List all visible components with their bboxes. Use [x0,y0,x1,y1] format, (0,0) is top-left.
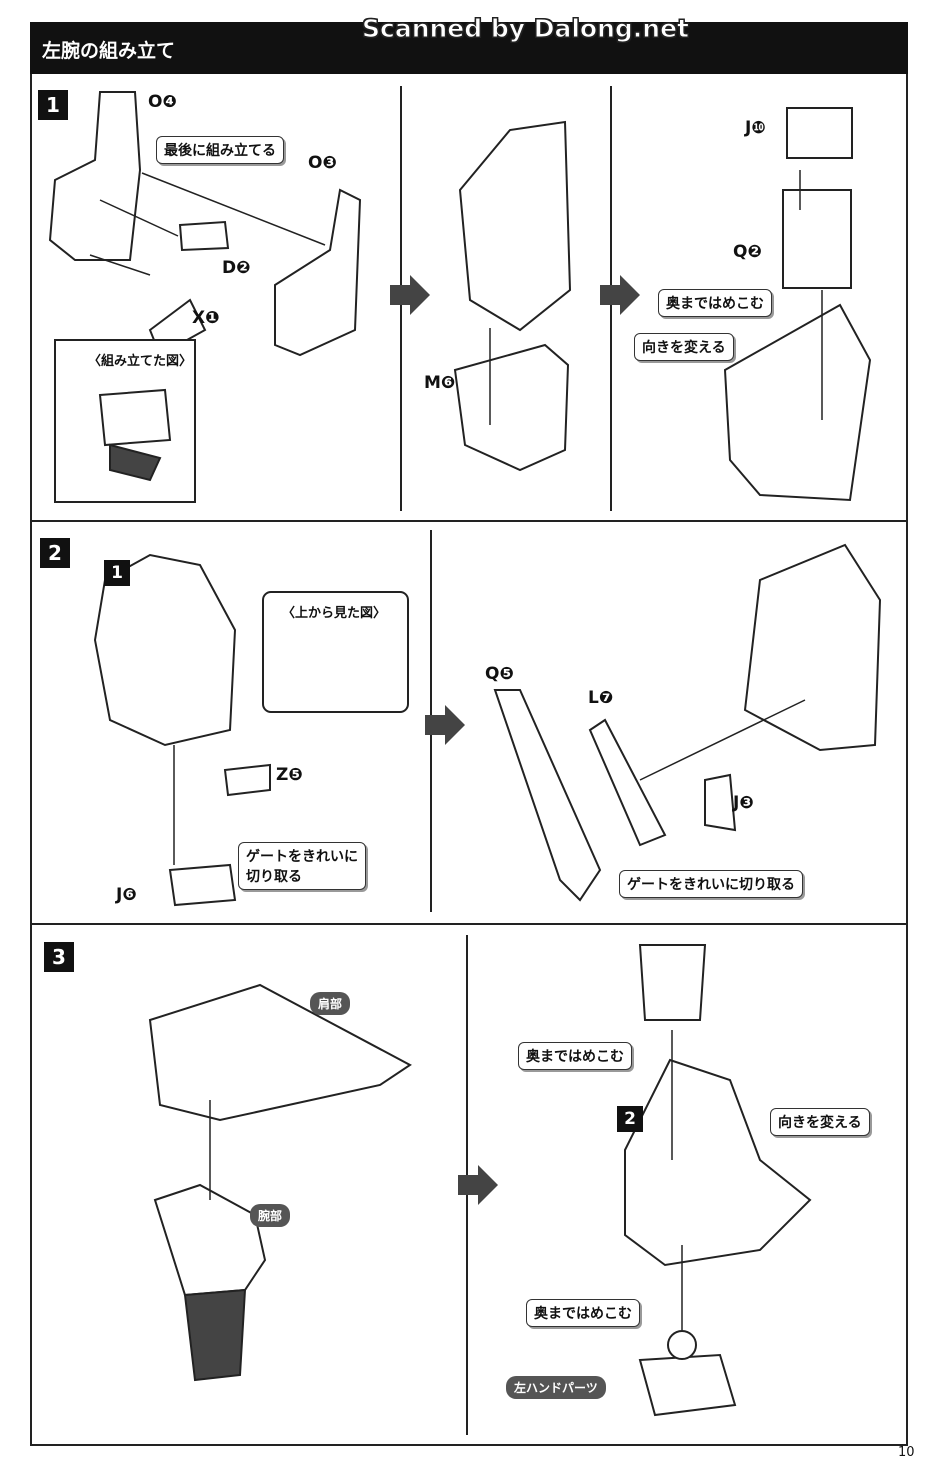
part-label-l7: L❼ [588,688,614,708]
pill-arm: 腕部 [250,1204,291,1227]
part-label-x1: X❶ [192,308,220,328]
inset-caption-top-view: 〈上から見た図〉 [282,606,387,621]
arm-step2-result [743,543,882,752]
hand-ball-joint [667,1330,697,1360]
part-label-z5: Z❺ [276,765,303,785]
part-label-j6: J❻ [116,885,137,905]
assembled-left-arm [624,1058,812,1267]
divider-step-1-2 [30,520,908,522]
assembly-arrows [89,170,823,1330]
part-label-q5: Q❺ [485,664,514,684]
part-m6 [453,343,570,472]
pill-shoulder: 肩部 [310,992,351,1015]
step-number-1: 1 [38,90,68,120]
part-label-o4: O❹ [148,92,177,112]
part-j10 [786,107,853,159]
part-label-j3: J❸ [733,793,754,813]
upper-joint [638,944,707,1021]
part-l7 [588,718,667,847]
part-j3 [704,773,737,832]
part-o3 [274,188,362,357]
step-number-3: 3 [44,942,74,972]
pill-left-hand: 左ハンドパーツ [506,1376,606,1399]
next-step-arrows [390,275,640,1205]
shoulder-part [148,983,412,1122]
top-view-inset [262,591,409,713]
callout-push-in: 奥まではめこむ [658,289,772,317]
arm-rotated [723,303,872,502]
left-hand-part [638,1353,737,1417]
arm-shell-part [48,91,142,261]
watermark: Scanned by Dalong.net [361,14,690,44]
sub-badge-1: 1 [104,560,130,586]
callout-push-in-top: 奥まではめこむ [518,1042,632,1070]
title-bar [30,22,908,74]
callout-change-direction: 向きを変える [634,333,734,361]
part-j6 [168,863,237,907]
callout-change-direction-2: 向きを変える [770,1108,870,1136]
part-label-q2: Q❷ [733,242,762,262]
part-d2 [178,220,230,252]
part-z5 [223,763,271,797]
part-q2 [782,189,852,289]
sub-badge-2: 2 [617,1106,643,1132]
callout-cut-gate-2: ゲートをきれいに切り取る [619,870,803,898]
assembled-arm [458,120,572,332]
part-label-j10: J❿ [745,118,766,138]
page-title: 左腕の組み立て [42,40,176,62]
callout-push-in-bottom: 奥まではめこむ [526,1299,640,1327]
callout-assemble-last: 最後に組み立てる [156,136,284,164]
arm-part [153,1183,267,1297]
arm-step2 [93,553,237,747]
callout-cut-gate: ゲートをきれいに 切り取る [238,842,366,890]
inset-caption-assembled: 〈組み立てた図〉 [88,354,193,369]
divider-step-2-3 [30,923,908,925]
part-label-o3: O❸ [308,153,337,173]
step-number-2: 2 [40,538,70,568]
part-label-d2: D❷ [222,258,251,278]
page-number: 10 [898,1445,915,1460]
part-label-m6: M❻ [424,373,456,393]
part-q5 [493,689,602,902]
